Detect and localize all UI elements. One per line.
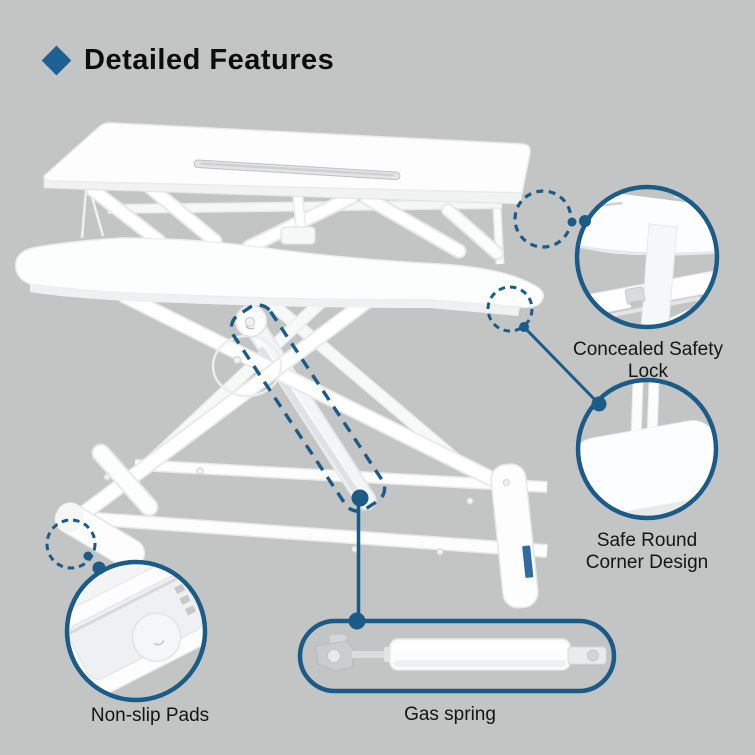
- upper-mechanism: [80, 180, 505, 265]
- label-gas-spring: Gas spring: [404, 704, 496, 725]
- dashed-marker-safety-lock: [513, 189, 573, 249]
- section-header: Detailed Features: [41, 44, 335, 77]
- dashed-marker-round-corner: [486, 285, 534, 333]
- right-foot: [490, 463, 539, 609]
- callout-gas-spring: [229, 303, 617, 694]
- dashed-marker-gas-spring: [229, 303, 387, 513]
- non-slip-pads-magnified-view: [69, 564, 203, 698]
- callout-round-corner: [486, 285, 719, 521]
- label-safe-round-corner-design: Safe Round Corner Design: [585, 530, 709, 573]
- top-platform: [43, 122, 531, 205]
- callout-safety-lock: [513, 184, 720, 330]
- gas-spring-pill-frame: [297, 618, 617, 694]
- product-label-sticker: [522, 545, 534, 578]
- label-concealed-safety-lock: Concealed Safety Lock: [573, 339, 723, 382]
- keyboard-tray: [15, 237, 544, 316]
- page-title: Detailed Features: [84, 44, 335, 76]
- magnifier-circle-safety-lock: [574, 184, 720, 330]
- callout-layer: [45, 184, 720, 703]
- magnifier-circle-round-corner: [575, 377, 719, 521]
- tray-release-tab: [280, 226, 316, 245]
- magnifier-circle-non-slip-pads: [64, 559, 208, 703]
- round-corner-magnified-view: [580, 382, 714, 516]
- left-hinge-bracket: [91, 443, 159, 517]
- dashed-marker-non-slip-pads: [45, 518, 97, 570]
- label-non-slip-pads: Non-slip Pads: [90, 705, 210, 726]
- safety-lock-magnified-view: [579, 192, 715, 325]
- cable-slot: [193, 159, 401, 181]
- scissor-frame: [72, 276, 516, 524]
- callout-non-slip-pads: [45, 518, 208, 703]
- diamond-icon: [41, 45, 72, 76]
- gas-spring-graphic: [313, 635, 607, 684]
